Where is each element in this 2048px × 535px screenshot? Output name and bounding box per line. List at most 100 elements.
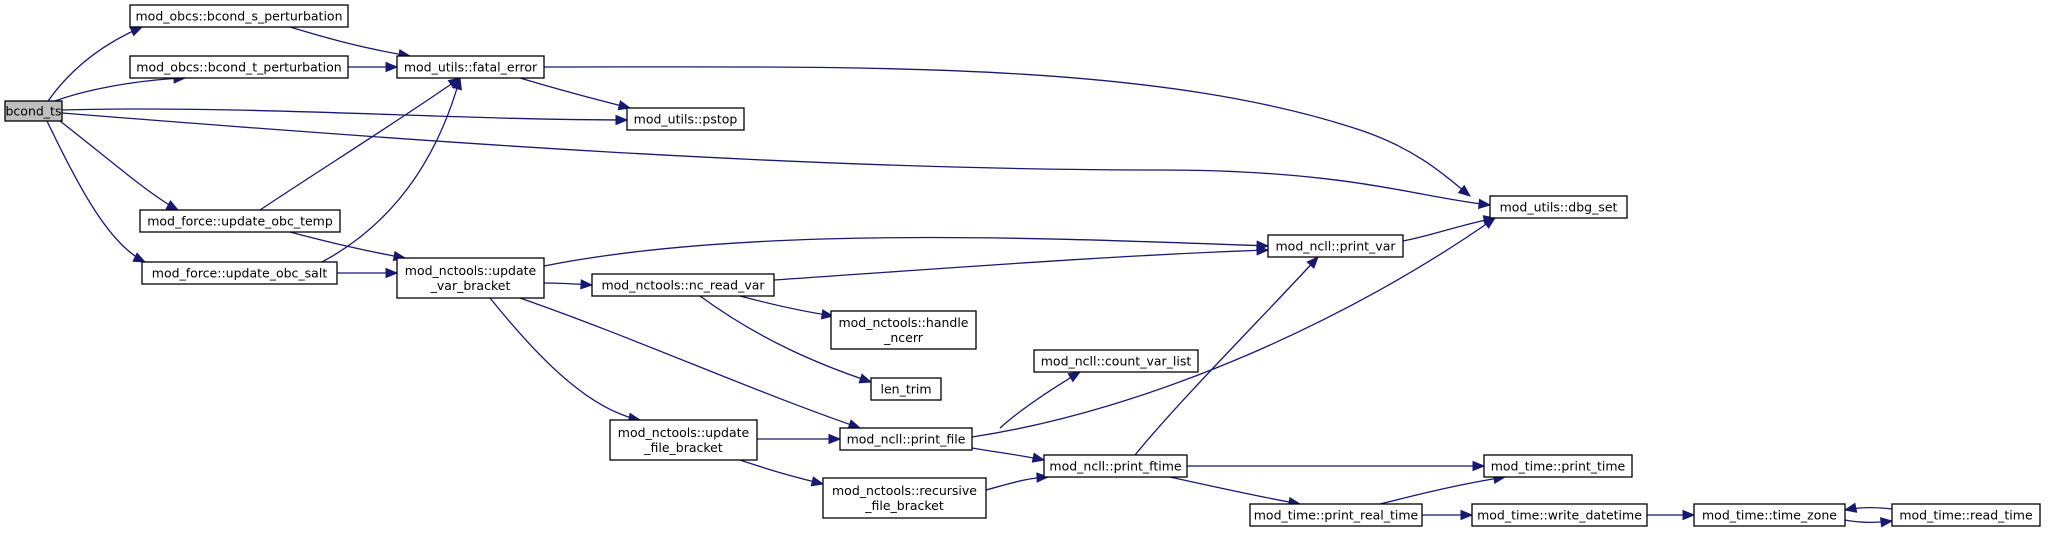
- node-print-time[interactable]: mod_time::print_time: [1483, 454, 1633, 478]
- node-label: mod_obcs::bcond_s_perturbation: [136, 9, 343, 24]
- node-label: mod_ncll::print_ftime: [1049, 459, 1182, 474]
- node-write-datetime[interactable]: mod_time::write_datetime: [1471, 503, 1648, 527]
- node-len-trim[interactable]: len_trim: [870, 377, 942, 401]
- arrowhead: [1478, 198, 1492, 210]
- edge-line: [289, 231, 406, 259]
- edge-bcond_t_pert-to-fatal_error: [348, 61, 399, 73]
- node-label: mod_time::time_zone: [1702, 508, 1837, 523]
- node-box[interactable]: [396, 55, 545, 79]
- node-box[interactable]: [1693, 503, 1846, 527]
- edge-line: [773, 249, 1269, 281]
- node-box[interactable]: [1249, 503, 1423, 527]
- node-label: len_trim: [880, 382, 931, 397]
- edge-line: [739, 295, 834, 317]
- node-box[interactable]: [141, 261, 338, 285]
- arrowhead: [385, 61, 399, 73]
- node-box[interactable]: [1471, 503, 1648, 527]
- node-time-zone[interactable]: mod_time::time_zone: [1693, 503, 1846, 527]
- node-box[interactable]: [129, 4, 349, 28]
- node-rec-file-bracket[interactable]: mod_nctools::recursive_file_bracket: [822, 477, 987, 519]
- node-box[interactable]: [1489, 195, 1628, 219]
- node-box[interactable]: [396, 257, 545, 299]
- edge-bcond_ts-to-upd_obc_temp: [59, 120, 180, 211]
- edge-upd_var_bracket-to-print_var: [543, 236, 1270, 267]
- edge-nc_read_var-to-print_var: [773, 245, 1270, 281]
- node-print-real-time[interactable]: mod_time::print_real_time: [1249, 503, 1423, 527]
- node-label: mod_nctools::update: [405, 263, 537, 278]
- edge-line: [519, 77, 631, 109]
- node-label: _ncerr: [883, 330, 924, 345]
- node-box[interactable]: [1891, 503, 2041, 527]
- edge-upd_file_bracket-to-print_file: [757, 433, 842, 445]
- edge-line: [699, 295, 872, 383]
- node-box[interactable]: [129, 55, 349, 79]
- edge-line: [259, 77, 461, 211]
- node-box[interactable]: [591, 273, 775, 297]
- node-upd-file-bracket[interactable]: mod_nctools::update_file_bracket: [609, 419, 758, 461]
- node-box[interactable]: [870, 377, 942, 401]
- edge-bcond_ts-to-pstop: [61, 108, 629, 126]
- node-bcond-t-pert[interactable]: mod_obcs::bcond_t_perturbation: [129, 55, 349, 79]
- node-upd-obc-salt[interactable]: mod_force::update_obc_salt: [141, 261, 338, 285]
- edge-nc_read_var-to-len_trim: [699, 295, 873, 384]
- edge-line: [489, 297, 641, 421]
- arrowhead: [1472, 460, 1486, 472]
- node-pstop[interactable]: mod_utils::pstop: [626, 107, 745, 131]
- arrowhead: [1067, 371, 1082, 383]
- node-print-file[interactable]: mod_ncll::print_file: [839, 427, 973, 451]
- node-box[interactable]: [4, 100, 63, 122]
- node-label: mod_force::update_obc_salt: [152, 266, 328, 281]
- arrowhead: [165, 199, 180, 211]
- node-box[interactable]: [1267, 234, 1404, 258]
- edge-print_real_time-to-print_time: [1379, 473, 1507, 505]
- arrowhead: [1879, 517, 1894, 528]
- node-label: mod_time::print_real_time: [1254, 508, 1419, 523]
- node-label: mod_utils::fatal_error: [404, 60, 538, 75]
- node-label: mod_ncll::print_file: [847, 432, 966, 447]
- node-upd-var-bracket[interactable]: mod_nctools::update_var_bracket: [396, 257, 545, 299]
- edge-upd_obc_salt-to-upd_var_bracket: [337, 267, 399, 279]
- node-box[interactable]: [1033, 349, 1199, 373]
- node-nc-read-var[interactable]: mod_nctools::nc_read_var: [591, 273, 775, 297]
- edge-line: [543, 236, 1269, 267]
- node-label: _file_bracket: [643, 440, 723, 455]
- node-label: mod_time::write_datetime: [1477, 508, 1642, 523]
- arrowhead: [1306, 256, 1319, 270]
- node-box[interactable]: [139, 209, 341, 233]
- edge-line: [971, 217, 1496, 438]
- edge-print_ftime-to-print_var: [1134, 256, 1319, 456]
- node-box[interactable]: [1043, 454, 1188, 478]
- arrowhead: [615, 114, 629, 126]
- node-dbg-set[interactable]: mod_utils::dbg_set: [1489, 195, 1628, 219]
- node-read-time[interactable]: mod_time::read_time: [1891, 503, 2041, 527]
- node-box[interactable]: [626, 107, 745, 131]
- node-print-ftime[interactable]: mod_ncll::print_ftime: [1043, 454, 1188, 478]
- edge-rec_file_bracket-to-print_ftime: [985, 472, 1050, 491]
- node-label: mod_ncll::count_var_list: [1041, 354, 1192, 369]
- node-label: mod_nctools::recursive: [832, 483, 977, 498]
- node-upd-obc-temp[interactable]: mod_force::update_obc_temp: [139, 209, 341, 233]
- node-handle-ncerr[interactable]: mod_nctools::handle_ncerr: [830, 310, 977, 350]
- edge-line: [1379, 476, 1506, 505]
- node-box[interactable]: [1483, 454, 1633, 478]
- node-box[interactable]: [830, 310, 977, 350]
- node-print-var[interactable]: mod_ncll::print_var: [1267, 234, 1404, 258]
- node-count-var-list[interactable]: mod_ncll::count_var_list: [1033, 349, 1199, 373]
- edge-upd_obc_salt-to-fatal_error: [321, 76, 462, 263]
- nodes-layer: bcond_ts mod_obcs::bcond_s_perturbationmo…: [4, 4, 2041, 527]
- node-bcond-ts[interactable]: bcond_ts: [4, 100, 63, 122]
- edge-line: [321, 77, 461, 263]
- edge-bcond_ts-to-upd_obc_salt: [46, 120, 147, 263]
- edge-print_ftime-to-print_time: [1187, 460, 1486, 472]
- edge-line: [61, 112, 1491, 206]
- node-fatal-error[interactable]: mod_utils::fatal_error: [396, 55, 545, 79]
- node-box[interactable]: [822, 477, 987, 519]
- node-box[interactable]: [609, 419, 758, 461]
- node-box[interactable]: [839, 427, 973, 451]
- arrowhead: [1036, 472, 1050, 483]
- edge-print_var-to-dbg_set: [1402, 215, 1497, 242]
- node-label: _var_bracket: [430, 278, 511, 293]
- node-bcond-s-pert[interactable]: mod_obcs::bcond_s_perturbation: [129, 4, 349, 28]
- edge-upd_var_bracket-to-upd_file_bracket: [489, 297, 642, 423]
